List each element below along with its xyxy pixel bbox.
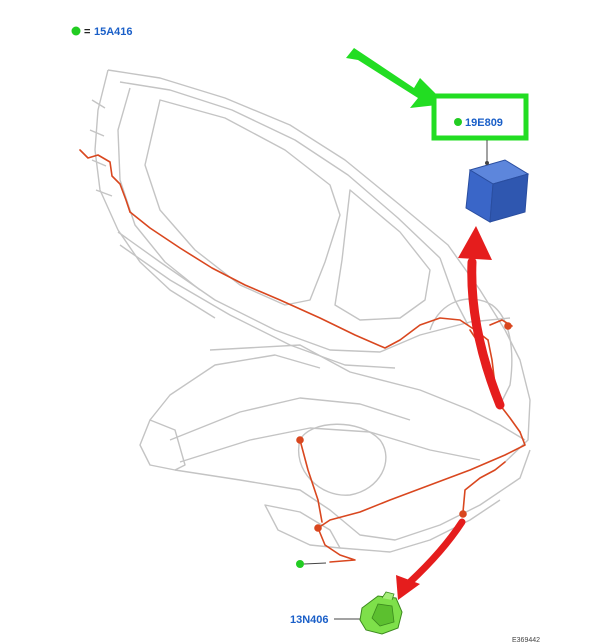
green-pointer-arrow xyxy=(346,48,446,108)
connector-callout-code: 13N406 xyxy=(290,614,329,626)
floor-cross-1 xyxy=(169,397,411,441)
harness-clip-1 xyxy=(296,436,304,444)
rear-door-aperture xyxy=(334,189,431,321)
harness-inner-run xyxy=(299,439,323,523)
harness-main-run xyxy=(129,211,489,349)
module-callout-highlight xyxy=(431,93,529,141)
connector-face xyxy=(371,603,395,627)
floor-cross-2 xyxy=(179,427,481,463)
sill-lower xyxy=(119,244,396,369)
rear-quarter xyxy=(504,329,531,463)
sill xyxy=(117,231,511,353)
module-side-face xyxy=(489,173,529,223)
roof-rail-inner xyxy=(119,81,441,259)
red-arrow-up-head-icon xyxy=(458,226,492,260)
wiring-harness xyxy=(79,149,526,563)
b-pillar-detail xyxy=(89,99,113,197)
module-callout-green-dot-icon xyxy=(454,118,462,126)
harness-leader xyxy=(296,560,327,568)
harness-front-branch xyxy=(79,149,131,213)
spare-wheel-well xyxy=(297,423,387,496)
legend-equals: = xyxy=(84,26,90,38)
red-arrow-up-shaft xyxy=(467,257,505,410)
legend-green-dot-icon xyxy=(71,26,81,36)
legend-code: 15A416 xyxy=(94,26,133,38)
red-arrow-to-module xyxy=(458,226,505,410)
red-arrow-down-shaft xyxy=(406,518,466,586)
electronic-module-icon xyxy=(465,159,530,223)
harness-right-branch xyxy=(462,461,506,513)
harness-clip-2 xyxy=(504,322,512,330)
front-bulkhead xyxy=(139,419,186,471)
wiring-connector-icon xyxy=(359,591,403,635)
door-aperture xyxy=(144,99,341,306)
figure-reference: E369442 xyxy=(512,637,540,644)
green-arrow-icon xyxy=(346,48,446,108)
floor-front xyxy=(149,354,321,421)
rear-panel xyxy=(264,504,341,549)
connector-callout: 13N406 xyxy=(290,614,360,626)
rear-floor-end xyxy=(339,499,501,553)
c-pillar xyxy=(439,257,469,326)
vehicle-body-shell xyxy=(89,69,531,553)
red-arrow-to-connector xyxy=(396,518,466,600)
module-callout: 19E809 xyxy=(431,93,529,162)
connector-latch xyxy=(381,591,395,601)
red-arrow-down-head-icon xyxy=(396,575,420,600)
harness-leader-green-dot-icon xyxy=(296,560,304,568)
harness-rear-drop xyxy=(317,431,526,529)
harness-clip-4 xyxy=(314,524,322,532)
floor-pan xyxy=(209,344,526,441)
harness-leader-line xyxy=(303,562,327,565)
underbody xyxy=(174,449,531,541)
rear-wheel-arch xyxy=(429,298,513,406)
a-pillar-inner xyxy=(117,87,201,291)
legend: = 15A416 xyxy=(71,26,133,38)
harness-clip-3 xyxy=(459,510,467,518)
module-leader-dot xyxy=(485,161,489,165)
a-pillar xyxy=(94,69,216,319)
harness-lower-loop xyxy=(317,527,356,563)
module-callout-code: 19E809 xyxy=(465,117,503,129)
